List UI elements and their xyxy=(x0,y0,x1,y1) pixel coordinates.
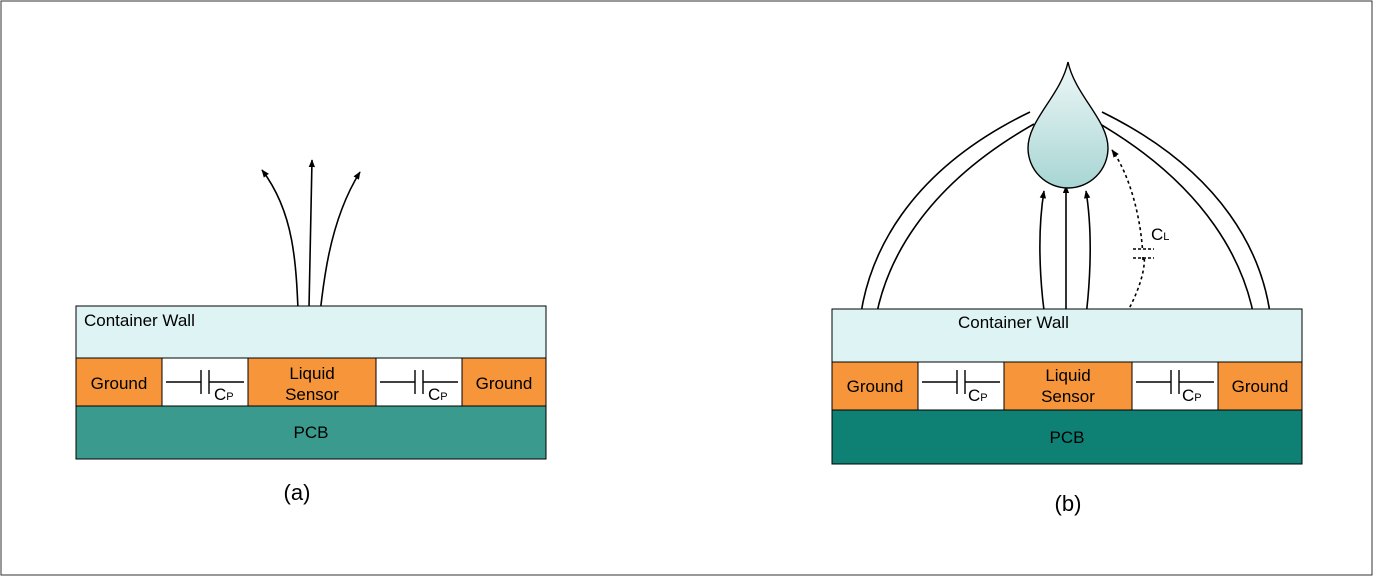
cp-label-right: CP xyxy=(428,385,448,404)
droplet-icon xyxy=(1027,61,1109,189)
container-wall-label: Container Wall xyxy=(84,311,195,330)
pcb xyxy=(831,409,1303,465)
container-wall-label: Container Wall xyxy=(958,313,1069,332)
sensor-label-line1: Liquid xyxy=(289,364,334,383)
container-wall xyxy=(831,308,1303,363)
cp-label-left: CP xyxy=(968,386,988,405)
cl-label: CL xyxy=(1151,225,1169,244)
ground-right-label: Ground xyxy=(1232,377,1289,396)
capacitor-symbol-right xyxy=(1136,370,1214,394)
cp-label-left: CP xyxy=(214,385,234,404)
capacitor-symbol-left xyxy=(166,370,244,394)
ground-left-label: Ground xyxy=(847,377,904,396)
cp-label-right: CP xyxy=(1182,386,1202,405)
caption-a: (a) xyxy=(284,480,311,505)
pcb xyxy=(75,405,547,460)
sensor-label-line1: Liquid xyxy=(1045,366,1090,385)
capacitor-symbol-right xyxy=(380,370,458,394)
cap-box-left xyxy=(917,361,1005,411)
panel-b: CL Container Wall Ground CP Liquid Senso… xyxy=(831,61,1303,516)
ground-right-label: Ground xyxy=(476,374,533,393)
sensor-label-line2: Sensor xyxy=(285,385,339,404)
cl-capacitor-symbol xyxy=(1133,248,1154,259)
panel-a: Container Wall Ground CP Liquid Sensor C… xyxy=(75,159,547,505)
capacitor-symbol-left xyxy=(922,370,1000,394)
liquid-sensor xyxy=(1003,361,1133,411)
caption-b: (b) xyxy=(1055,491,1082,516)
ground-left xyxy=(831,361,919,411)
pcb-label: PCB xyxy=(1050,428,1085,447)
pcb-label: PCB xyxy=(294,423,329,442)
ground-left-label: Ground xyxy=(91,374,148,393)
sensor-label-line2: Sensor xyxy=(1041,387,1095,406)
ground-left xyxy=(75,357,163,407)
cap-box-right xyxy=(1131,361,1219,411)
